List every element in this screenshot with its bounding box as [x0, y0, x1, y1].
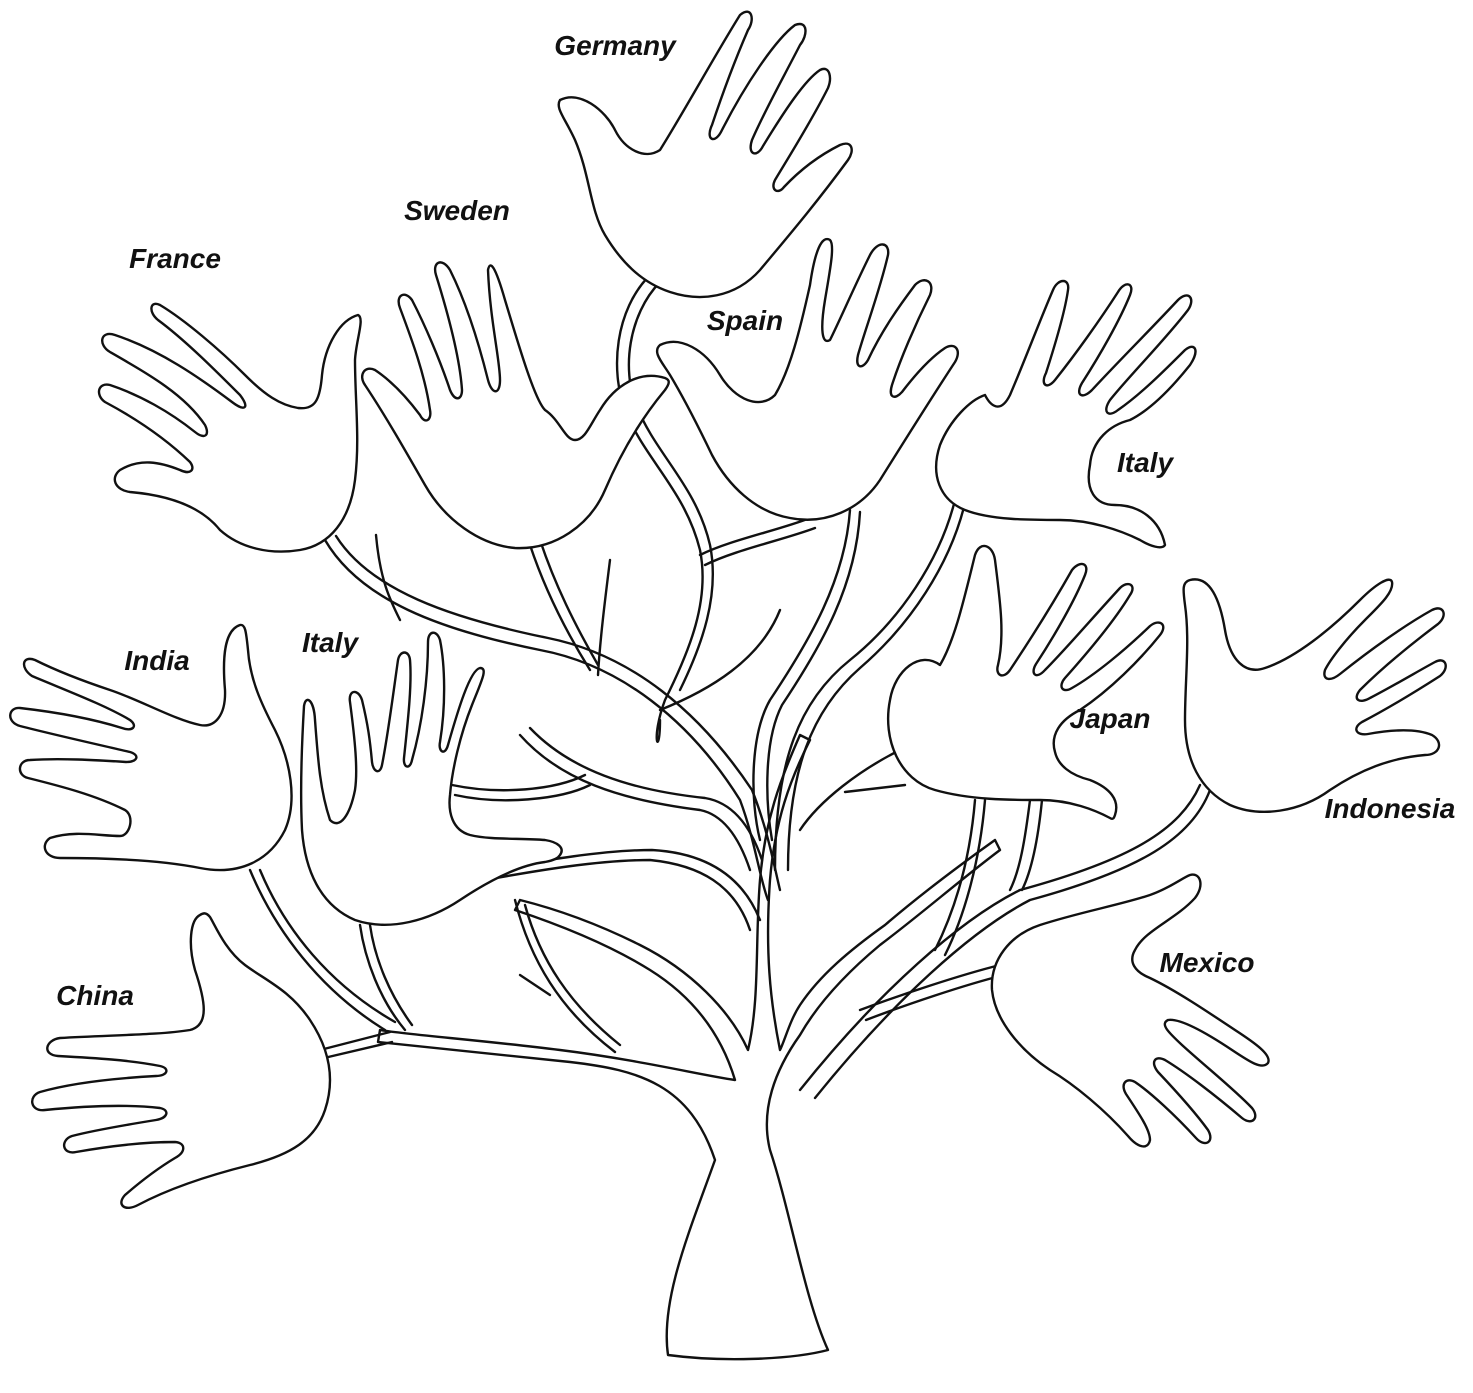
branch-japan-stem-inner [1022, 800, 1042, 890]
label-italy-left: Italy [302, 627, 359, 658]
hand-italy-right-outline [936, 281, 1195, 547]
hand-sweden-outline [362, 262, 669, 548]
label-japan: Japan [1070, 703, 1151, 734]
hand-france: France [99, 243, 361, 552]
hand-china-outline [32, 913, 330, 1207]
branch-sweden-down [530, 545, 590, 670]
label-germany: Germany [554, 30, 677, 61]
branch-mexico-link-inner [866, 975, 1004, 1020]
hand-india: India [10, 625, 291, 870]
hand-indonesia: Indonesia [1184, 579, 1456, 824]
hand-italy-right: Italy [936, 281, 1195, 547]
hand-mexico-outline [992, 875, 1269, 1147]
branch-china-link-inner [324, 1042, 392, 1058]
branch-mexico-link [860, 965, 1000, 1010]
label-india: India [124, 645, 189, 676]
branch-small-twig [520, 975, 550, 995]
label-spain: Spain [707, 305, 783, 336]
hand-italy-left-outline [301, 633, 561, 925]
hand-germany: Germany [554, 12, 851, 297]
branch-italy-left-link-inner [452, 775, 585, 790]
branch-sweden-down-inner [540, 540, 598, 665]
hand-china: China [32, 913, 330, 1207]
branch-japan-link-inner [845, 785, 905, 792]
branch-japan-link [800, 750, 900, 830]
hand-indonesia-outline [1184, 579, 1446, 811]
branch-spain-link [700, 518, 810, 555]
label-italy-right: Italy [1117, 447, 1174, 478]
branch-italy-left-arm [485, 860, 750, 930]
label-china: China [56, 980, 134, 1011]
branch-italy-left-link [455, 785, 590, 800]
hand-mexico: Mexico [992, 875, 1269, 1147]
label-france: France [129, 243, 221, 274]
tree-trunk [378, 735, 1000, 1359]
label-indonesia: Indonesia [1325, 793, 1456, 824]
hand-france-outline [99, 304, 361, 552]
label-sweden: Sweden [404, 195, 510, 226]
branch-center-right [660, 610, 780, 710]
label-mexico: Mexico [1160, 947, 1255, 978]
hand-italy-left: Italy [301, 627, 561, 925]
